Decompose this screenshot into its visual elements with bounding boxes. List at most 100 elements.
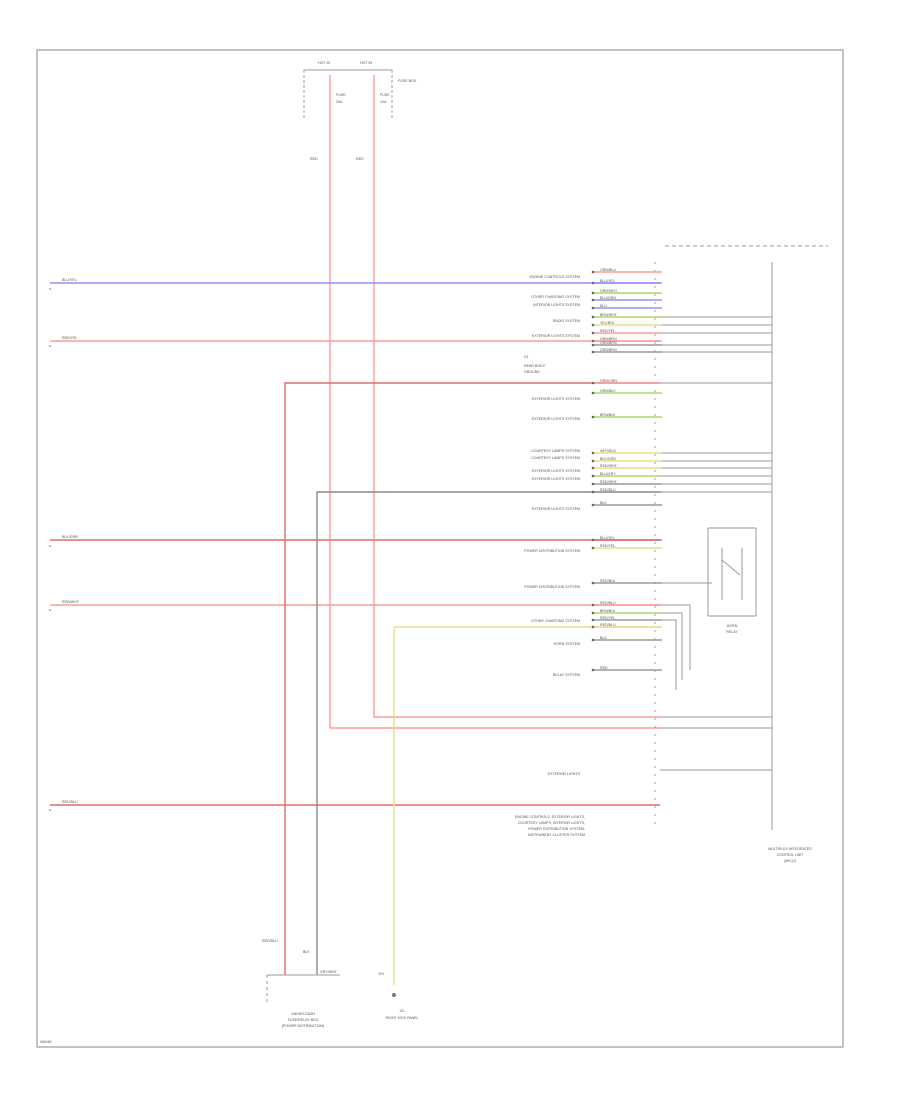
left-wire-2: RED/YEL <box>62 336 77 340</box>
micu-title: MULTIPLEX INTEGRATED <box>768 847 812 851</box>
fuse-left-wire-color: RED <box>310 157 318 161</box>
connector-tag: ORN/BLU <box>600 268 616 272</box>
connector-pin <box>591 668 595 672</box>
system-label: POWER DISTRIBUTION SYSTEM, <box>528 827 585 831</box>
ground-g2-sub: RIGHT KICK PANEL <box>385 1016 418 1020</box>
ground-g2-label: G2 <box>400 1009 405 1013</box>
system-label: EXTERIOR LIGHTS SYSTEM <box>532 334 580 338</box>
system-label: RADIO SYSTEM <box>553 319 580 323</box>
micu-sub: CONTROL UNIT <box>777 853 805 857</box>
system-label: COURTESY LAMPS SYSTEM <box>531 449 580 453</box>
connector-pin <box>591 474 595 478</box>
fuse-hot-in-right: HOT IN <box>360 61 373 65</box>
left-wire-1: BLU/YEL <box>62 278 77 282</box>
system-label: POWER DISTRIBUTION SYSTEM <box>524 549 580 553</box>
ground-g1-sub2: GROUND <box>524 370 540 374</box>
connector-pin <box>591 482 595 486</box>
diagram-frame <box>36 49 844 1048</box>
connector-tag: BLK/GRN <box>600 457 616 461</box>
connector-tag: YEL/BLK <box>600 321 615 325</box>
system-label: ENGINE CONTROLS, EXTERIOR LIGHTS, <box>515 815 585 819</box>
left-wire-5: RED/BLU <box>62 800 78 804</box>
wire-red-bottom-feed <box>284 382 660 975</box>
connector-pin <box>591 281 595 285</box>
connector-pin <box>591 381 595 385</box>
system-label: EXTERIOR LIGHTS SYSTEM <box>532 507 580 511</box>
connector-tag: BLU/YEL <box>600 536 615 540</box>
connector-tag: BLK <box>600 636 607 640</box>
ground-g1-label: G1 <box>524 355 529 359</box>
left-wire-3: BLK/GRN <box>62 535 78 539</box>
wire-yellow-ground <box>393 626 660 985</box>
bottom-unit-title: UNDER-DASH <box>291 1012 315 1016</box>
connector-tag: GRN/BLK <box>600 389 616 393</box>
connector-pin <box>591 490 595 494</box>
connector-tag: BLK <box>600 501 607 505</box>
fuse-hot-in-left: HOT IN <box>318 61 331 65</box>
system-label: HORN SYSTEM <box>554 642 580 646</box>
left-terminals <box>49 288 51 811</box>
system-label: EXTERIOR LIGHTS SYSTEM <box>532 477 580 481</box>
system-label: COURTESY LAMPS, INTERIOR LIGHTS, <box>518 821 585 825</box>
connector-tag: GRN/BRN <box>600 341 617 345</box>
ground-g2: YEL G2 RIGHT KICK PANEL <box>378 972 419 1020</box>
connector-tag: BLU/YEL <box>600 279 615 283</box>
diagram-footer-code: W6048 <box>40 1040 51 1044</box>
horn-relay: HORN RELAY <box>707 527 757 634</box>
connector-pin <box>591 611 595 615</box>
fuse-box: HOT IN HOT IN FUSE 20A FUSE 10A FUSE BOX… <box>303 61 417 161</box>
connector-tag: BRN/BLK <box>600 413 616 417</box>
wire-fuse-right-feed <box>373 75 660 718</box>
connector-tag: BLU/GRN <box>600 296 616 300</box>
bottom-fuse-relay-box: RED/BLU BLK GRY/WHT UNDER-DASH FUSE/RELA… <box>262 939 340 1028</box>
connector-tag: RED/WHT <box>600 480 618 484</box>
system-label: EXTERIOR LIGHTS SYSTEM <box>532 469 580 473</box>
micu-module: MULTIPLEX INTEGRATED CONTROL UNIT (MICU) <box>654 245 828 863</box>
connector-tag: RED/YEL <box>600 616 615 620</box>
system-label: POWER DISTRIBUTION SYSTEM <box>524 585 580 589</box>
connector-pin <box>591 618 595 622</box>
connector-tag: BLU <box>600 304 607 308</box>
system-label: EXTERIOR LIGHTS <box>548 772 581 776</box>
fuse-right-amp: 10A <box>380 100 387 104</box>
connector-pin <box>591 466 595 470</box>
connector-tag: GRN/ORN <box>600 379 617 383</box>
left-wire-4: RED/WHT <box>62 600 80 604</box>
connector-tag: RED/BLU <box>600 601 616 605</box>
connector-pin <box>591 638 595 642</box>
connector-pin <box>591 315 595 319</box>
connector-pin <box>591 323 595 327</box>
bottom-unit-sub: FUSE/RELAY BOX <box>288 1018 319 1022</box>
connector-tags: ORN/BLUBLU/YELGRN/WHTBLU/GRNBLUBRN/WHTYE… <box>591 268 662 672</box>
connector-tag: BRN/WHT <box>600 313 618 317</box>
horn-relay-title: HORN <box>727 624 738 628</box>
connector-pin <box>591 415 595 419</box>
bottom-unit-sub2: (POWER DISTRIBUTION) <box>282 1024 324 1028</box>
system-label: INSTRUMENT CLUSTER SYSTEM <box>528 833 585 837</box>
connector-pin <box>591 625 595 629</box>
connector-pin <box>591 298 595 302</box>
connector-tag: RED <box>600 666 608 670</box>
connector-tag: BLU/GRY <box>600 472 616 476</box>
connector-tag: GRN/BRN <box>600 337 617 341</box>
connector-tag: RED/YEL <box>600 329 615 333</box>
system-label: OTHER CHARGING SYSTEM <box>531 295 580 299</box>
fuse-right-label: FUSE <box>380 93 390 97</box>
horn-relay-sub: RELAY <box>726 630 738 634</box>
connector-tag: RED/BLU <box>600 623 616 627</box>
wire-fuse-left-feed <box>329 75 660 729</box>
connector-tag: GRN/BRN <box>600 348 617 352</box>
connector-pin <box>591 451 595 455</box>
connector-pin <box>591 339 595 343</box>
connector-pin <box>591 546 595 550</box>
bottom-unit-wire-1: RED/BLU <box>262 939 278 943</box>
wire-gray-bottom-feed <box>316 491 660 975</box>
connector-tag: BRN/BLK <box>600 609 616 613</box>
connector-tag: RED/BLU <box>600 488 616 492</box>
bottom-unit-wire-2: BLK <box>303 950 310 954</box>
ground-g2-wire: YEL <box>378 972 385 976</box>
bottom-unit-connector: GRY/WHT <box>320 970 338 974</box>
module-internal-lines <box>660 316 772 771</box>
micu-sub2: (MICU) <box>784 859 796 863</box>
